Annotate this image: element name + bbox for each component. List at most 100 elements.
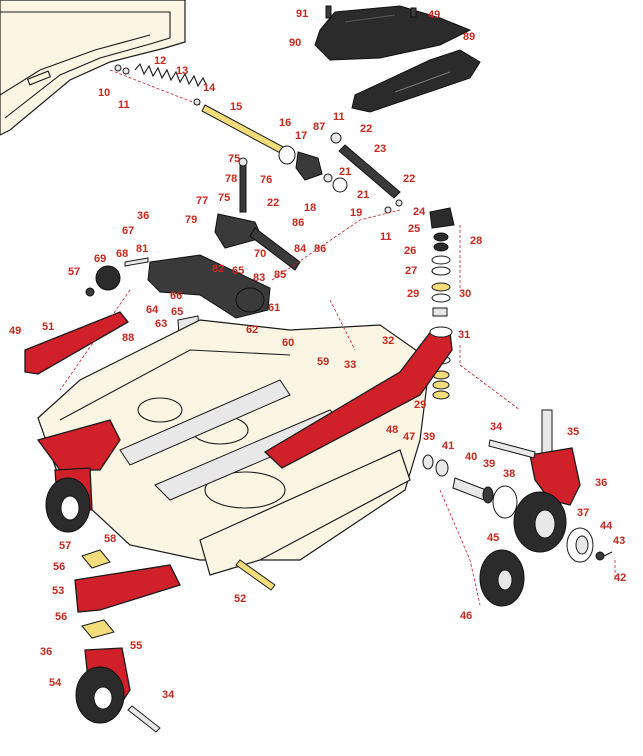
- callout-32: 32: [382, 335, 394, 347]
- right-caster-fork-35: [529, 409, 581, 506]
- callout-25: 25: [408, 223, 420, 235]
- clip-42-43: [595, 551, 613, 561]
- callout-70: 70: [254, 248, 266, 260]
- callout-57: 57: [68, 266, 80, 278]
- callout-65: 65: [171, 306, 183, 318]
- callout-38: 38: [503, 468, 515, 480]
- bracket-17: [295, 151, 323, 181]
- arm-51: [24, 311, 129, 375]
- callout-21: 21: [357, 189, 369, 201]
- callout-81: 81: [136, 243, 148, 255]
- callout-22: 22: [267, 197, 279, 209]
- arm-70-84: [249, 227, 301, 271]
- callout-88: 88: [122, 332, 134, 344]
- mount-53: [74, 564, 181, 613]
- caster-arm-32: [263, 326, 453, 469]
- callout-14: 14: [203, 82, 216, 94]
- callout-15: 15: [230, 101, 242, 113]
- bumper-69: [95, 265, 121, 291]
- callout-43: 43: [613, 535, 625, 547]
- callout-87: 87: [313, 121, 325, 133]
- callout-51: 51: [42, 321, 54, 333]
- callout-54: 54: [49, 677, 62, 689]
- callout-23: 23: [374, 143, 386, 155]
- callout-22: 22: [360, 123, 372, 135]
- callout-22: 22: [403, 173, 415, 185]
- callout-21: 21: [339, 166, 351, 178]
- callout-labels: 91 49 90 89 12 13 10 11 14 15 16 17 87 1…: [9, 8, 626, 701]
- group-lines: [59, 209, 616, 606]
- callout-59: 59: [317, 356, 329, 368]
- callout-44: 44: [600, 520, 613, 532]
- bolt-68: [124, 257, 149, 267]
- callout-86: 86: [292, 217, 304, 229]
- callout-37: 37: [577, 507, 589, 519]
- callout-28: 28: [470, 235, 482, 247]
- callout-41: 41: [442, 440, 454, 452]
- mower-frame: [0, 0, 186, 136]
- callout-36: 36: [40, 646, 52, 658]
- callout-49: 49: [428, 9, 440, 21]
- callout-56: 56: [55, 611, 67, 623]
- deflector-guard-90: [314, 5, 472, 61]
- axle-parts-38-41: [422, 454, 518, 519]
- callout-36: 36: [595, 477, 607, 489]
- callout-30: 30: [459, 288, 471, 300]
- nut-57: [85, 287, 95, 297]
- washer-30-top: [431, 293, 451, 303]
- callout-47: 47: [403, 431, 415, 443]
- callout-77: 77: [196, 195, 208, 207]
- pivot-arm-77: [214, 213, 263, 249]
- callout-66: 66: [170, 290, 182, 302]
- callout-11: 11: [118, 99, 130, 111]
- callout-39: 39: [423, 431, 435, 443]
- callout-76: 76: [260, 174, 272, 186]
- deck-rail: [119, 379, 291, 466]
- callout-86: 86: [314, 243, 326, 255]
- callout-61: 61: [268, 302, 280, 314]
- callout-62: 62: [246, 324, 258, 336]
- plate-56-lower: [81, 619, 115, 639]
- callout-68: 68: [116, 248, 128, 260]
- callout-84: 84: [294, 243, 307, 255]
- callout-75: 75: [218, 192, 230, 204]
- rod-end-21-23: [323, 132, 403, 214]
- callout-89: 89: [463, 31, 475, 43]
- callout-69: 69: [94, 253, 106, 265]
- bearing-29-bottom: [432, 380, 450, 390]
- callout-11: 11: [380, 231, 392, 243]
- callout-29: 29: [414, 399, 426, 411]
- callout-34: 34: [162, 689, 175, 701]
- screw-49-top: [410, 7, 417, 18]
- front-left-caster: [36, 419, 121, 533]
- callout-11: 11: [333, 111, 345, 123]
- plate-56-upper: [81, 549, 111, 569]
- bushing-31: [432, 307, 448, 317]
- callout-17: 17: [295, 130, 307, 142]
- callout-13: 13: [176, 65, 188, 77]
- callout-82: 82: [212, 263, 224, 275]
- wheel-37: [513, 491, 567, 553]
- callout-16: 16: [279, 117, 291, 129]
- hub-44: [566, 527, 594, 563]
- callout-24: 24: [413, 206, 426, 218]
- washer-26: [431, 255, 451, 265]
- callout-55: 55: [130, 640, 142, 652]
- callout-79: 79: [185, 214, 197, 226]
- callout-63: 63: [155, 318, 167, 330]
- tire-45: [479, 549, 525, 607]
- callout-75: 75: [228, 153, 240, 165]
- callout-91: 91: [296, 8, 308, 20]
- callout-90: 90: [289, 37, 301, 49]
- link-75-78: [238, 157, 248, 213]
- callout-48: 48: [386, 424, 398, 436]
- washer-25: [433, 232, 449, 242]
- callout-85: 85: [274, 269, 286, 281]
- callout-46: 46: [460, 610, 472, 622]
- pin-52: [235, 559, 276, 591]
- spring-rod-assembly: [109, 62, 403, 214]
- callout-83: 83: [253, 272, 265, 284]
- callout-42: 42: [614, 572, 626, 584]
- callout-65: 65: [232, 265, 244, 277]
